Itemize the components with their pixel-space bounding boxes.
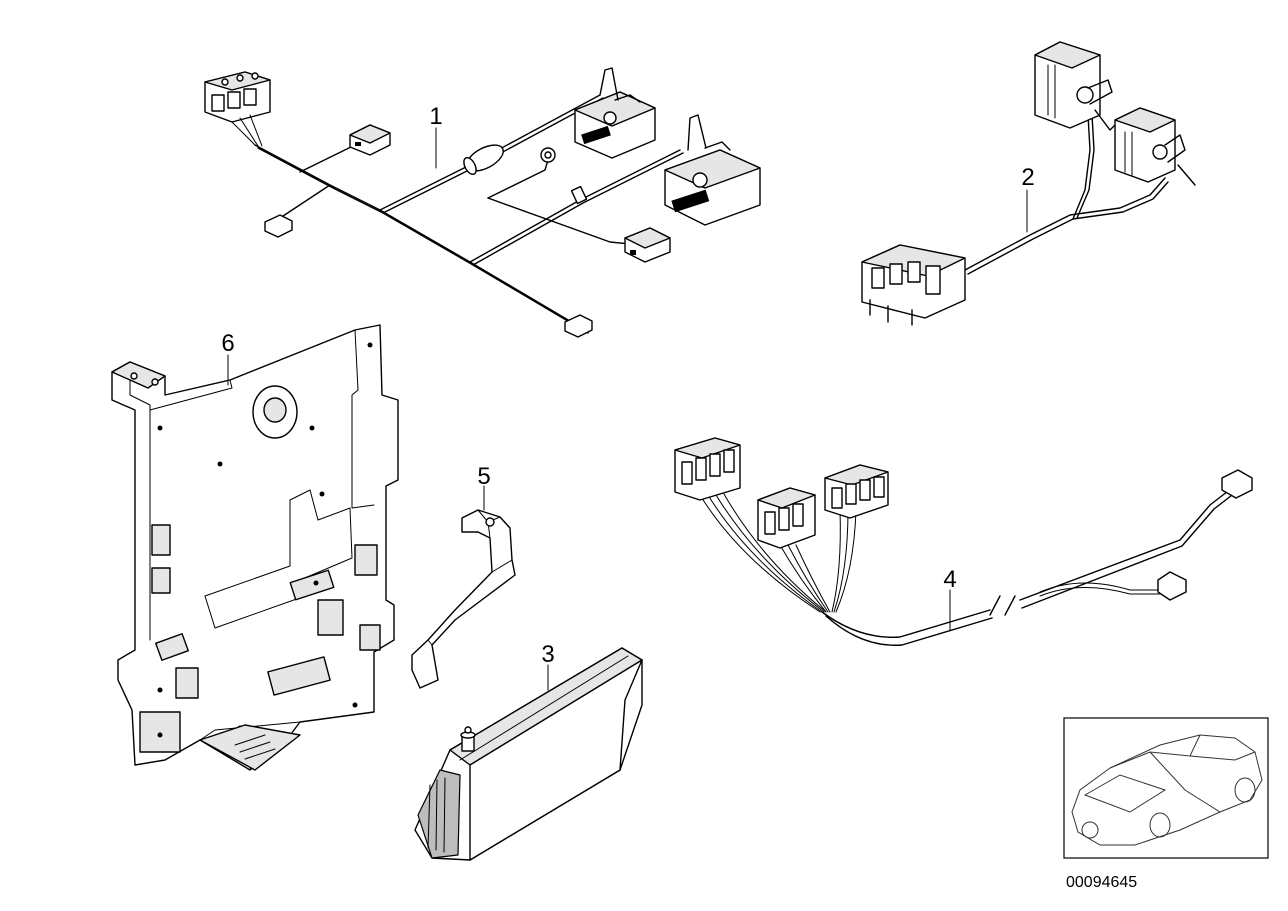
control-module-icon[interactable] bbox=[414, 647, 643, 861]
bracket-icon[interactable] bbox=[411, 509, 516, 689]
callout-1: 1 bbox=[429, 103, 442, 130]
callout-4: 4 bbox=[943, 566, 956, 593]
connector-cable-icon[interactable] bbox=[674, 437, 1253, 646]
leader-lines bbox=[227, 127, 1028, 691]
diagram-number: 00094645 bbox=[1066, 874, 1137, 891]
mounting-plate-icon[interactable] bbox=[111, 324, 399, 771]
callout-5: 5 bbox=[477, 463, 490, 490]
callout-2: 2 bbox=[1021, 164, 1034, 191]
adapter-cable-icon[interactable] bbox=[861, 41, 1196, 326]
callout-6: 6 bbox=[221, 330, 234, 357]
callout-3: 3 bbox=[541, 641, 554, 668]
car-thumbnail-icon bbox=[1063, 717, 1269, 859]
wiring-harness-icon[interactable] bbox=[204, 67, 761, 338]
